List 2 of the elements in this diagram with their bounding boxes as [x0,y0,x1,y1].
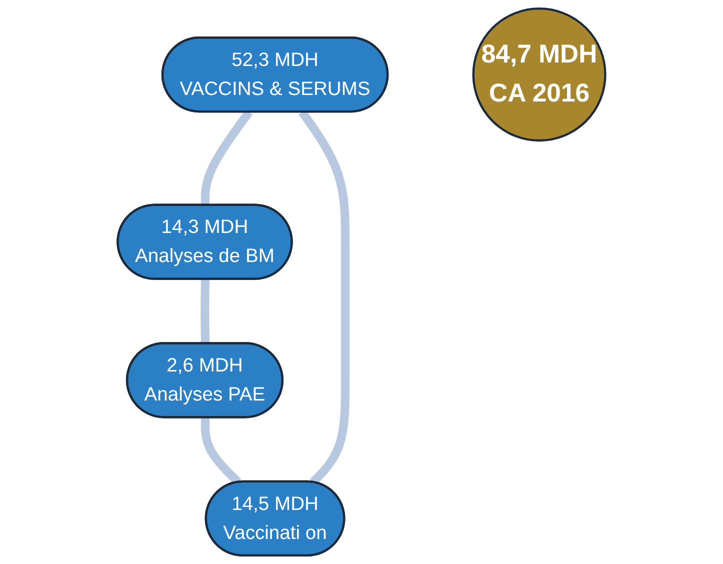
node-circle: 84,7 MDH CA 2016 [472,8,606,142]
connector [200,279,210,344]
